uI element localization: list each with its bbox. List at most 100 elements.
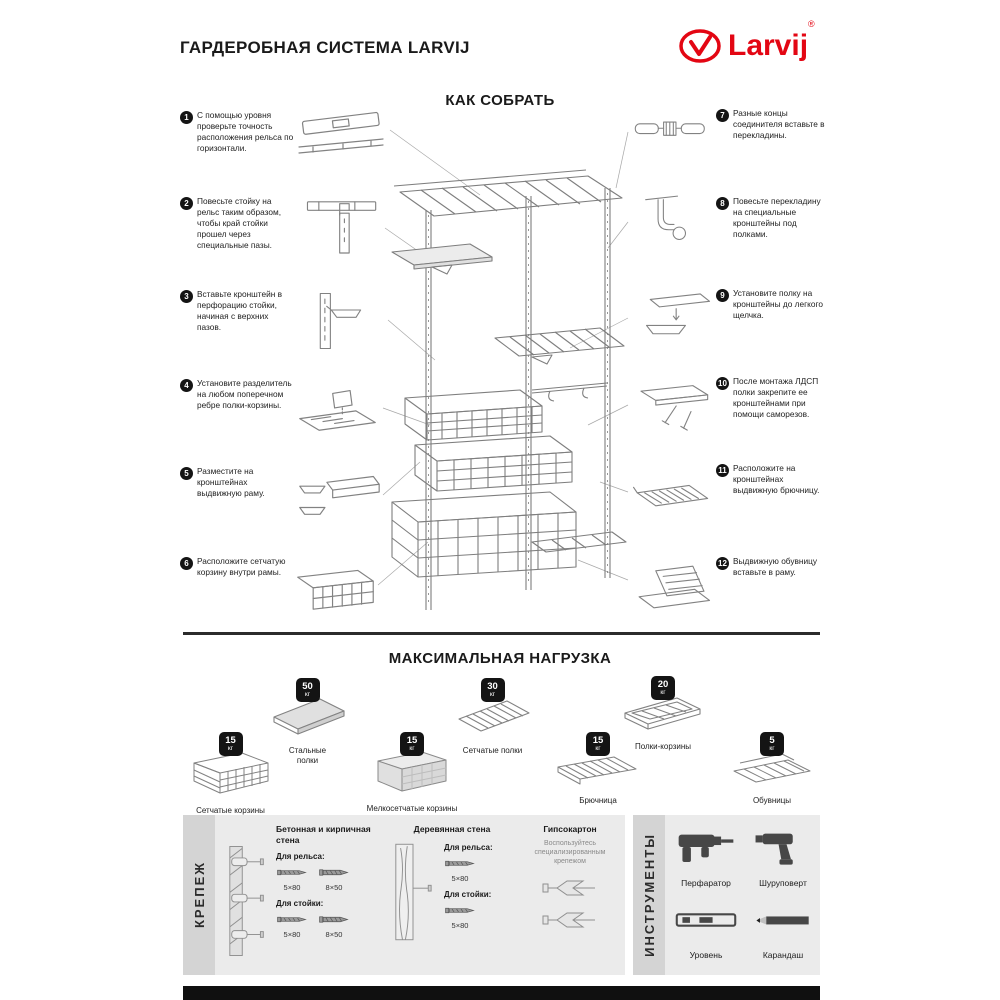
mesh-basket-icon [183, 745, 278, 804]
step-text: Установите разделитель на любом поперечн… [197, 378, 292, 410]
tools-sidebar: ИНСТРУМЕНТЫ [633, 815, 665, 975]
step-number: 1 [180, 111, 193, 124]
screw-icon [319, 869, 349, 876]
step-7-illustration [630, 98, 714, 167]
step-number: 5 [180, 467, 193, 480]
steel-shelf-icon [255, 691, 360, 744]
shelf-basket-icon [608, 689, 718, 740]
step-text: Разместите на кронштейнах выдвижную раму… [197, 466, 265, 498]
load-item-label: Мелкосетчатые корзины [366, 804, 458, 813]
fastener-size-item: 8×50 [318, 864, 350, 892]
step-number: 10 [716, 377, 729, 390]
step-number: 6 [180, 557, 193, 570]
step-4-illustration [292, 374, 384, 445]
fastener-size-item: 5×80 [444, 855, 476, 883]
pencil-icon [756, 916, 809, 925]
wall-type-title: Гипсокартон [543, 824, 597, 834]
tool-label: Уровень [689, 950, 723, 960]
step-12-illustration [628, 548, 716, 619]
assembly-step-3: 3 Вставьте кронштейн в перфорацию стойки… [180, 289, 294, 333]
fastener-column-wood: Деревянная стена Для рельса: 5×80 Для ст… [392, 824, 512, 948]
step-11-illustration [628, 460, 716, 527]
step-text: Расположите на кронштейнах выдвижную брю… [733, 463, 820, 495]
assembly-step-12: 12 Выдвижную обувницу вставьте в раму. [716, 556, 828, 578]
registered-mark: ® [808, 19, 815, 29]
step-text: Расположите сетчатую корзину внутри рамы… [197, 556, 286, 577]
tool-label: Перфаратор [681, 878, 731, 888]
step-text: Установите полку на кронштейны до легког… [733, 288, 823, 320]
fastener-size-item: 8×50 [318, 911, 350, 939]
screw-icon [445, 860, 475, 866]
assembly-diagram [377, 129, 629, 610]
step-text: Повесьте стойку на рельс таким образом, … [197, 196, 282, 250]
wall-type-title: Бетонная и кирпичная стена [276, 824, 371, 845]
drywall-anchors-icon [520, 874, 620, 943]
step-number: 9 [716, 289, 729, 302]
concrete-wall-anchors-icon [226, 842, 270, 965]
fastener-size-item: 5×80 [276, 864, 308, 892]
shoe-rack-icon [722, 745, 822, 794]
section-divider [183, 632, 820, 635]
step-5-illustration [292, 461, 384, 528]
brand-name: Larvij [728, 29, 809, 62]
fasteners-panel [215, 815, 625, 975]
load-item-label: Сетчатые полки [462, 746, 523, 755]
step-3-illustration [296, 288, 384, 359]
step-2-illustration [298, 190, 388, 267]
step-8-illustration [628, 190, 712, 263]
tool-screw-gun: Шуруповерт [748, 822, 818, 888]
screw-icon [319, 916, 349, 923]
fastener-column-drywall: Гипсокартон Воспользуйтесь специализиров… [520, 824, 620, 943]
step-10-illustration [628, 374, 716, 443]
hammer-drill-icon [678, 834, 734, 863]
step-text: Повесьте перекладину на специальные крон… [733, 196, 821, 239]
load-item-label: Брючница [579, 796, 617, 805]
post-fastener-label: Для стойки: [276, 899, 324, 909]
assembly-step-7: 7 Разные концы соединителя вставьте в пе… [716, 108, 828, 141]
fastener-size-item: 5×80 [276, 911, 308, 939]
rail-fastener-label: Для рельса: [276, 852, 325, 862]
footer-bar [183, 986, 820, 1000]
tool-level: Уровень [670, 898, 742, 960]
step-6-illustration [288, 550, 380, 621]
assembly-step-2: 2 Повесьте стойку на рельс таким образом… [180, 196, 294, 251]
step-number: 4 [180, 379, 193, 392]
brand-oval-icon [679, 29, 721, 63]
load-item-label: Полки-корзины [634, 742, 692, 751]
step-number: 12 [716, 557, 729, 570]
level-icon [675, 913, 737, 927]
step-number: 3 [180, 290, 193, 303]
wood-wall-icon [392, 841, 434, 948]
load-heading: МАКСИМАЛЬНАЯ НАГРУЗКА [388, 650, 612, 667]
screw-icon [445, 907, 475, 913]
assembly-step-6: 6 Расположите сетчатую корзину внутри ра… [180, 556, 294, 578]
trouser-rack-icon [548, 745, 648, 794]
assembly-step-4: 4 Установите разделитель на любом попере… [180, 378, 294, 411]
step-text: Разные концы соединителя вставьте в пере… [733, 108, 825, 140]
assembly-step-5: 5 Разместите на кронштейнах выдвижную ра… [180, 466, 294, 499]
load-item-label: Сетчатые корзины [196, 806, 265, 815]
fastener-size-item: 5×80 [444, 902, 476, 930]
tool-pencil: Карандаш [748, 898, 818, 960]
load-item-label: Стальные полки [288, 746, 327, 765]
fastener-column-concrete: Бетонная и кирпичная стена Для рельса: 5… [226, 824, 384, 965]
tool-hammer-drill: Перфаратор [670, 822, 742, 888]
drywall-note: Воспользуйтесь специализированным крепеж… [534, 839, 606, 865]
assembly-heading: КАК СОБРАТЬ [445, 92, 555, 109]
rail-fastener-label: Для рельса: [444, 842, 493, 852]
screw-icon [277, 917, 307, 923]
tools-sidebar-label: ИНСТРУМЕНТЫ [641, 833, 657, 957]
load-item-label: Обувницы [752, 796, 792, 805]
step-text: С помощью уровня проверьте точность расп… [197, 110, 294, 153]
assembly-step-9: 9 Установите полку на кронштейны до легк… [716, 288, 828, 321]
step-1-illustration [293, 97, 388, 172]
